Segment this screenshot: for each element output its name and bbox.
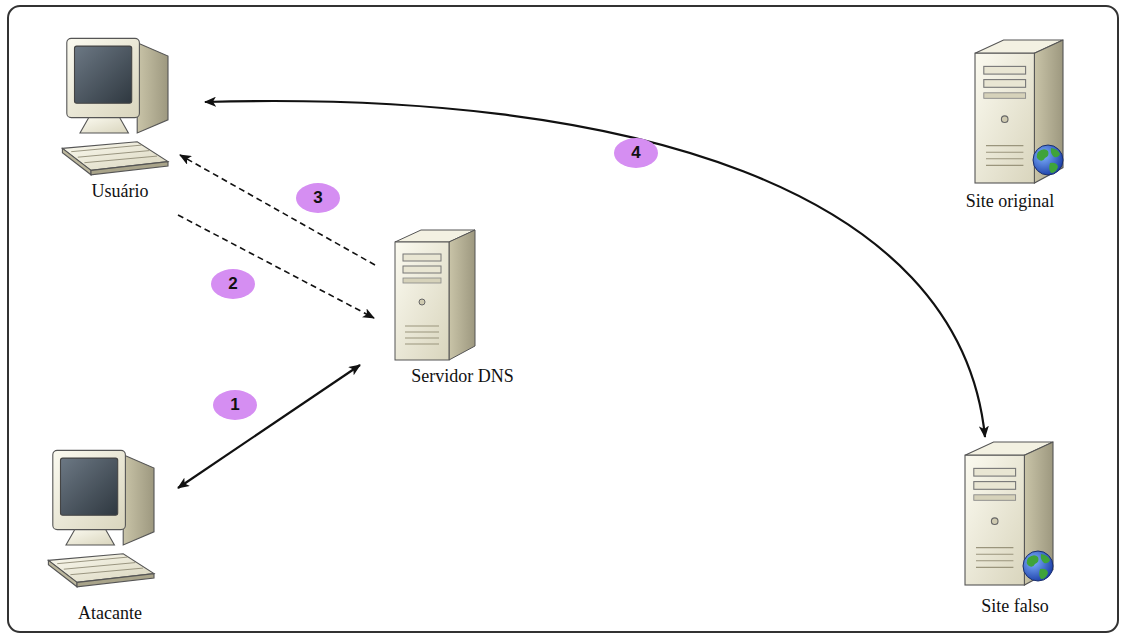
callout-number: 2	[211, 269, 255, 299]
callout-number: 3	[296, 183, 340, 213]
connector	[180, 155, 375, 265]
node-label: Site original	[964, 190, 1057, 212]
callout-number: 1	[213, 390, 257, 420]
node-box: Site falso	[950, 435, 1080, 617]
node-label: Site falso	[979, 595, 1051, 617]
node-box: Site original	[930, 40, 1090, 212]
connector	[205, 101, 985, 437]
server-icon	[975, 40, 1063, 183]
callout-number: 4	[614, 138, 658, 168]
node-label: Servidor DNS	[409, 365, 516, 387]
globe-icon	[1033, 145, 1063, 175]
computer-icon	[48, 450, 154, 586]
node-label: Usuário	[90, 180, 151, 202]
globe-icon	[1023, 551, 1053, 581]
frame	[8, 6, 1118, 632]
node-label: Atacante	[76, 602, 144, 624]
server-icon	[395, 230, 475, 360]
connector	[178, 365, 360, 488]
server-icon	[965, 442, 1053, 585]
connector	[178, 215, 374, 318]
node-box: Servidor DNS	[380, 225, 545, 387]
computer-icon	[62, 38, 168, 174]
node-box: Usuário	[40, 40, 200, 202]
node-box: Atacante	[35, 440, 185, 624]
